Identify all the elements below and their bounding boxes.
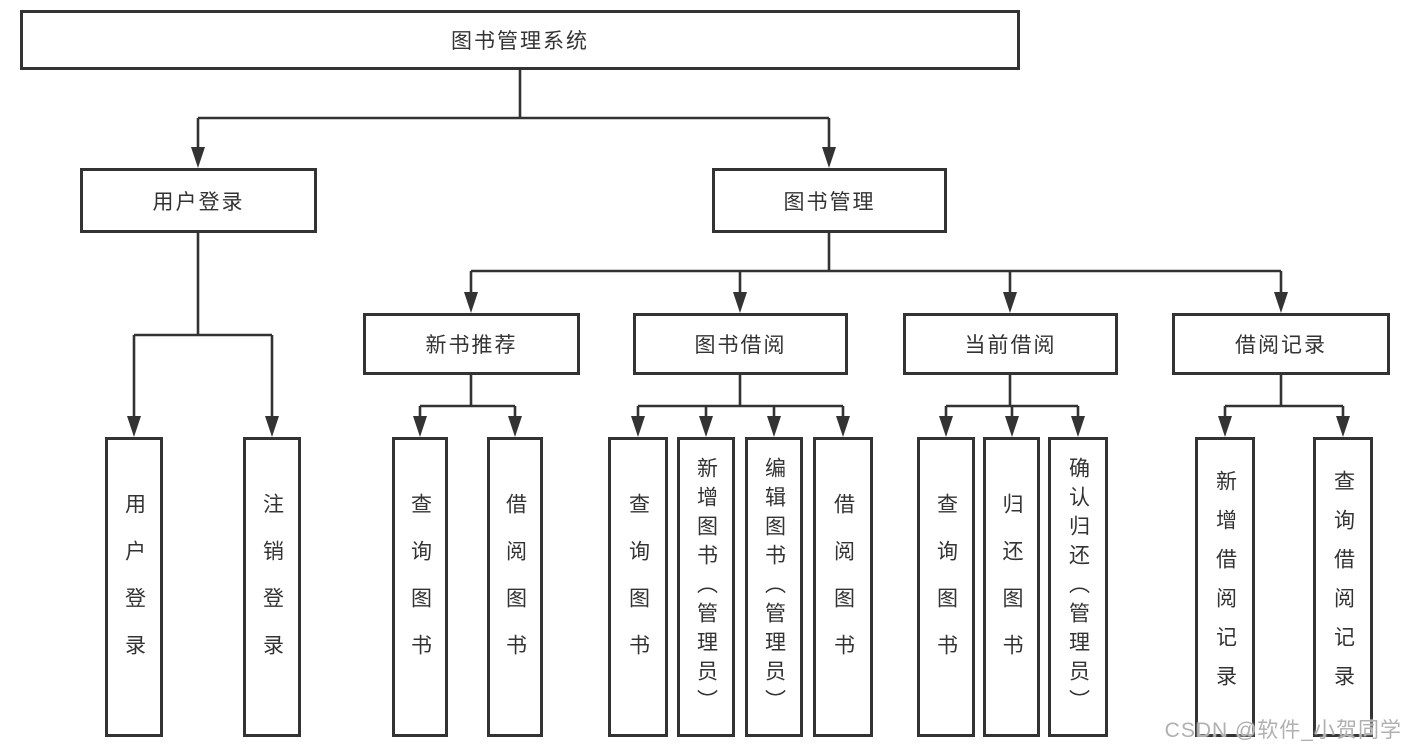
connector-current-to-leaves — [944, 375, 1080, 421]
arrow-icon — [508, 416, 522, 437]
leaf-current-confirm-return-admin: 确认归还（管理员） — [1048, 437, 1108, 737]
csdn-watermark: CSDN @软件_小贺同学 — [1164, 719, 1402, 742]
connector-recommend-to-leaves — [418, 375, 517, 421]
connector-records-to-leaves — [1223, 375, 1345, 421]
arrow-icon — [1218, 416, 1232, 437]
leaf-borrow-add-book-admin: 新增图书（管理员） — [677, 437, 735, 737]
node-label: 图书管理系统 — [451, 30, 589, 53]
arrow-icon — [464, 292, 478, 313]
node-label: 用户登录 — [122, 493, 146, 681]
arrow-icon — [1336, 416, 1350, 437]
leaf-borrow-query-book: 查询图书 — [608, 437, 668, 737]
arrow-icon — [1274, 292, 1288, 313]
arrow-icon — [631, 416, 645, 437]
arrow-icon — [767, 416, 781, 437]
node-user-login: 用户登录 — [80, 168, 317, 233]
connector-user-login-to-leaves — [132, 233, 274, 421]
node-label: 归还图书 — [1000, 493, 1023, 681]
node-label: 查询借阅记录 — [1331, 470, 1355, 704]
connector-borrow-to-leaves — [636, 375, 845, 421]
arrow-icon — [733, 292, 747, 313]
leaf-borrow-borrow-book: 借阅图书 — [813, 437, 873, 737]
node-current-borrow: 当前借阅 — [903, 313, 1118, 375]
arrow-icon — [1003, 292, 1017, 313]
node-label: 当前借阅 — [964, 334, 1057, 357]
node-label: 查询图书 — [408, 493, 432, 681]
node-label: 用户登录 — [152, 190, 245, 214]
arrow-icon — [127, 416, 141, 437]
leaf-recommend-borrow-book: 借阅图书 — [487, 437, 543, 737]
node-label: 借阅记录 — [1235, 334, 1327, 357]
node-label: 编辑图书（管理员） — [762, 456, 786, 718]
node-root-library-management-system: 图书管理系统 — [20, 10, 1020, 70]
node-label: 借阅图书 — [503, 493, 527, 681]
node-book-management: 图书管理 — [712, 168, 947, 233]
leaf-borrow-edit-book-admin: 编辑图书（管理员） — [745, 437, 803, 737]
node-label: 注销登录 — [260, 493, 284, 681]
node-label: 图书借阅 — [694, 334, 787, 357]
leaf-logout-login: 注销登录 — [243, 437, 301, 737]
node-label: 确认归还（管理员） — [1066, 456, 1090, 718]
leaf-recommend-query-book: 查询图书 — [392, 437, 448, 737]
arrow-icon — [836, 416, 850, 437]
node-label: 新增借阅记录 — [1213, 470, 1237, 704]
arrow-icon — [822, 147, 836, 168]
node-label: 查询图书 — [934, 493, 958, 681]
arrow-icon — [939, 416, 953, 437]
node-label: 新书推荐 — [425, 334, 518, 357]
leaf-user-login: 用户登录 — [105, 437, 163, 737]
arrow-icon — [413, 416, 427, 437]
leaf-current-return-book: 归还图书 — [983, 437, 1040, 737]
node-label: 新增图书（管理员） — [694, 456, 718, 718]
leaf-records-add-record: 新增借阅记录 — [1195, 437, 1255, 737]
node-label: 查询图书 — [626, 493, 650, 681]
arrowheads — [127, 147, 1350, 437]
leaf-records-query-record: 查询借阅记录 — [1313, 437, 1373, 737]
node-new-book-recommend: 新书推荐 — [363, 313, 580, 375]
arrow-icon — [1071, 416, 1085, 437]
node-borrow-records: 借阅记录 — [1172, 313, 1390, 375]
node-label: 图书管理 — [783, 190, 876, 214]
connector-book-management-to-level3 — [469, 233, 1283, 297]
node-book-borrow: 图书借阅 — [633, 313, 848, 375]
arrow-icon — [265, 416, 279, 437]
connector-root-to-level2 — [196, 70, 831, 152]
arrow-icon — [699, 416, 713, 437]
leaf-current-query-book: 查询图书 — [917, 437, 975, 737]
arrow-icon — [191, 147, 205, 168]
arrow-icon — [1005, 416, 1019, 437]
node-label: 借阅图书 — [831, 493, 855, 681]
